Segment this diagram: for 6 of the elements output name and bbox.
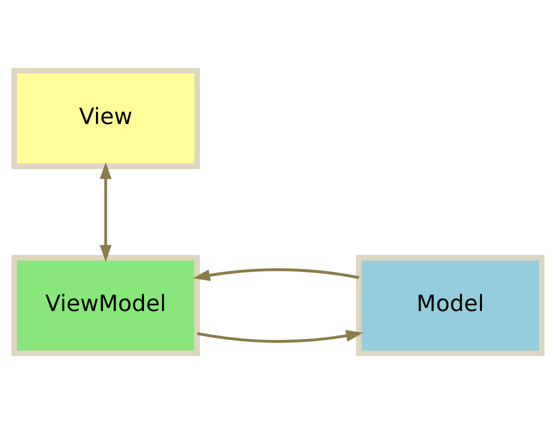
- node-box: View: [11, 67, 200, 169]
- arrow: [196, 329, 364, 342]
- node-box: ViewModel: [11, 254, 200, 356]
- node-box: Model: [356, 254, 545, 356]
- arrow: [100, 162, 112, 262]
- arrow: [193, 268, 360, 281]
